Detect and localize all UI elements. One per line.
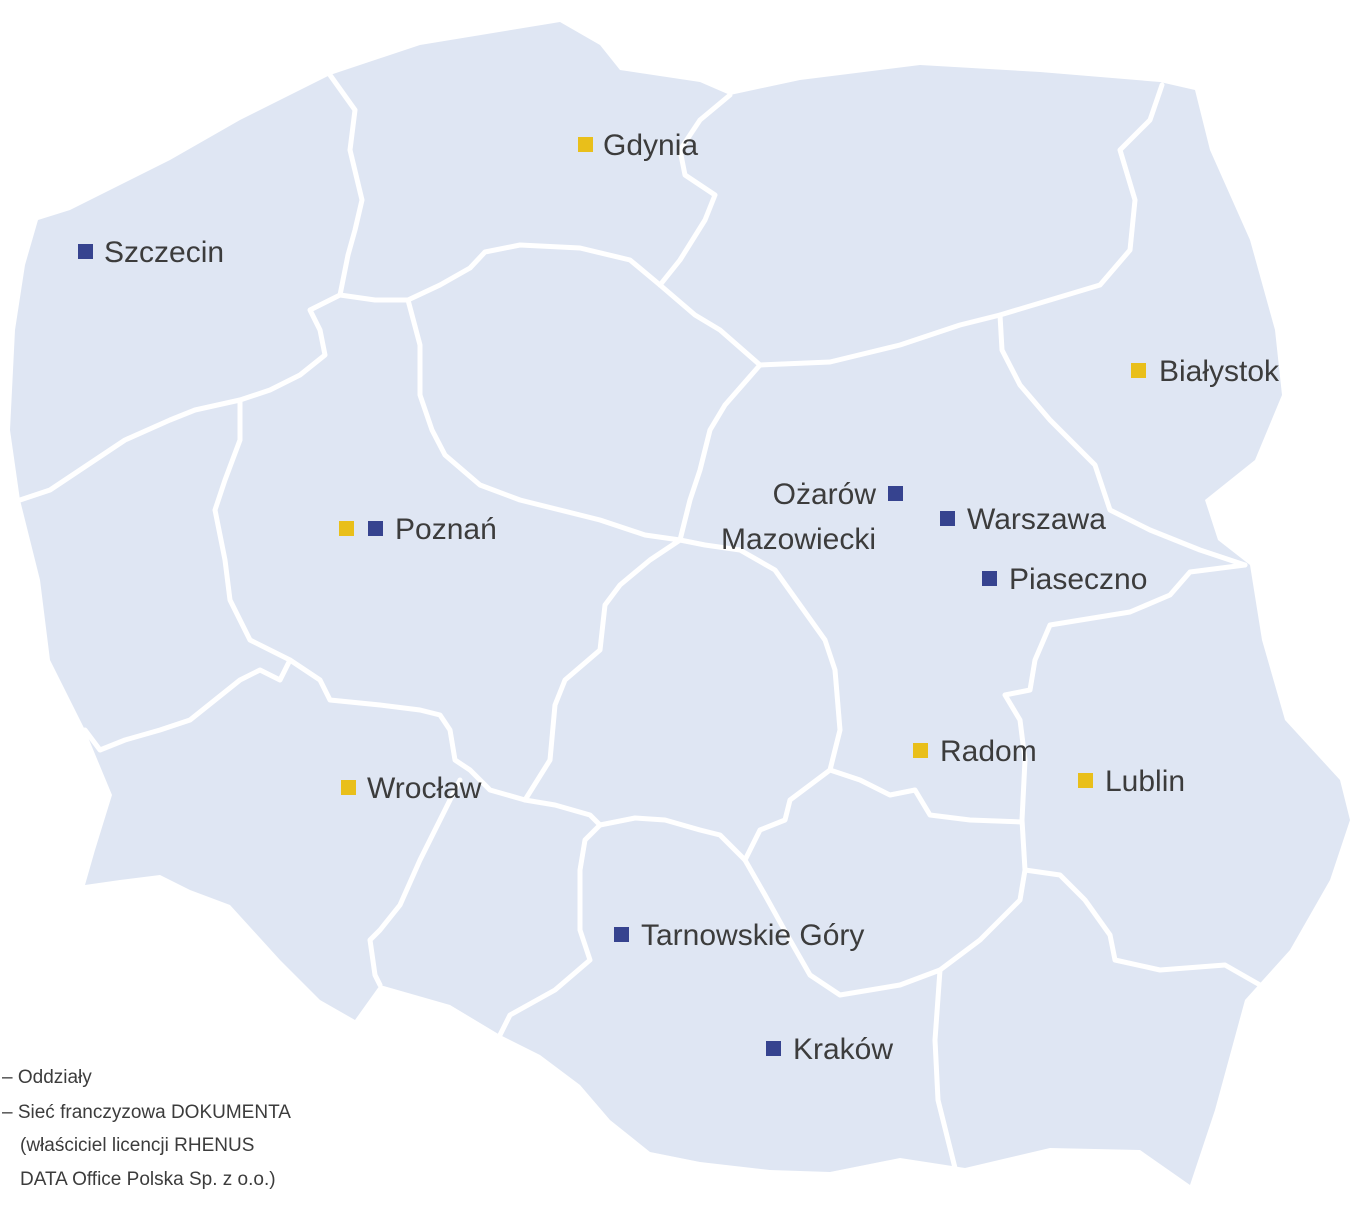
city-label-line2: Mazowiecki (721, 523, 876, 556)
city-label: Radom (940, 735, 1037, 768)
branch-marker (78, 244, 93, 259)
legend-franchise-line1: – Sieć franczyzowa DOKUMENTA (2, 1102, 291, 1123)
franchise-marker (1078, 773, 1093, 788)
legend-branch: – Oddziały (2, 1067, 92, 1088)
city-label: Lublin (1105, 765, 1185, 798)
branch-marker (888, 486, 903, 501)
branch-marker (982, 571, 997, 586)
city-warszawa[interactable]: Warszawa (940, 503, 1106, 536)
city-label: Piaseczno (1009, 563, 1147, 596)
city-krakow[interactable]: Kraków (766, 1033, 893, 1066)
franchise-marker (339, 521, 354, 536)
city-piaseczno[interactable]: Piaseczno (982, 563, 1147, 596)
city-poznan[interactable]: Poznań (339, 513, 497, 546)
city-ozarow-mazowiecki[interactable]: Ożarów Mazowiecki (721, 478, 903, 556)
legend-franchise-line2: (właściciel licencji RHENUS (20, 1135, 254, 1156)
city-label: Kraków (793, 1033, 893, 1066)
city-label: Warszawa (967, 503, 1106, 536)
region-borders (17, 72, 1263, 1171)
city-radom[interactable]: Radom (913, 735, 1037, 768)
legend: – Oddziały – Sieć franczyzowa DOKUMENTA … (2, 1067, 291, 1190)
city-label: Poznań (395, 513, 497, 546)
city-label: Wrocław (367, 772, 482, 805)
city-label: Białystok (1159, 355, 1280, 388)
franchise-marker (913, 743, 928, 758)
city-wroclaw[interactable]: Wrocław (341, 772, 482, 805)
city-szczecin[interactable]: Szczecin (78, 236, 224, 269)
branch-marker (614, 927, 629, 942)
legend-franchise-line3: DATA Office Polska Sp. z o.o.) (20, 1169, 276, 1190)
franchise-marker (578, 137, 593, 152)
franchise-marker (1131, 363, 1146, 378)
city-bialystok[interactable]: Białystok (1131, 355, 1280, 388)
branch-marker (940, 511, 955, 526)
franchise-marker (341, 780, 356, 795)
city-label: Szczecin (104, 236, 224, 269)
branch-marker (766, 1041, 781, 1056)
branch-marker (368, 521, 383, 536)
city-lublin[interactable]: Lublin (1078, 765, 1185, 798)
city-label: Gdynia (603, 129, 698, 162)
city-label: Tarnowskie Góry (641, 919, 864, 952)
city-tarnowskie-gory[interactable]: Tarnowskie Góry (614, 919, 864, 952)
city-label: Ożarów (773, 478, 877, 511)
city-gdynia[interactable]: Gdynia (578, 129, 698, 162)
